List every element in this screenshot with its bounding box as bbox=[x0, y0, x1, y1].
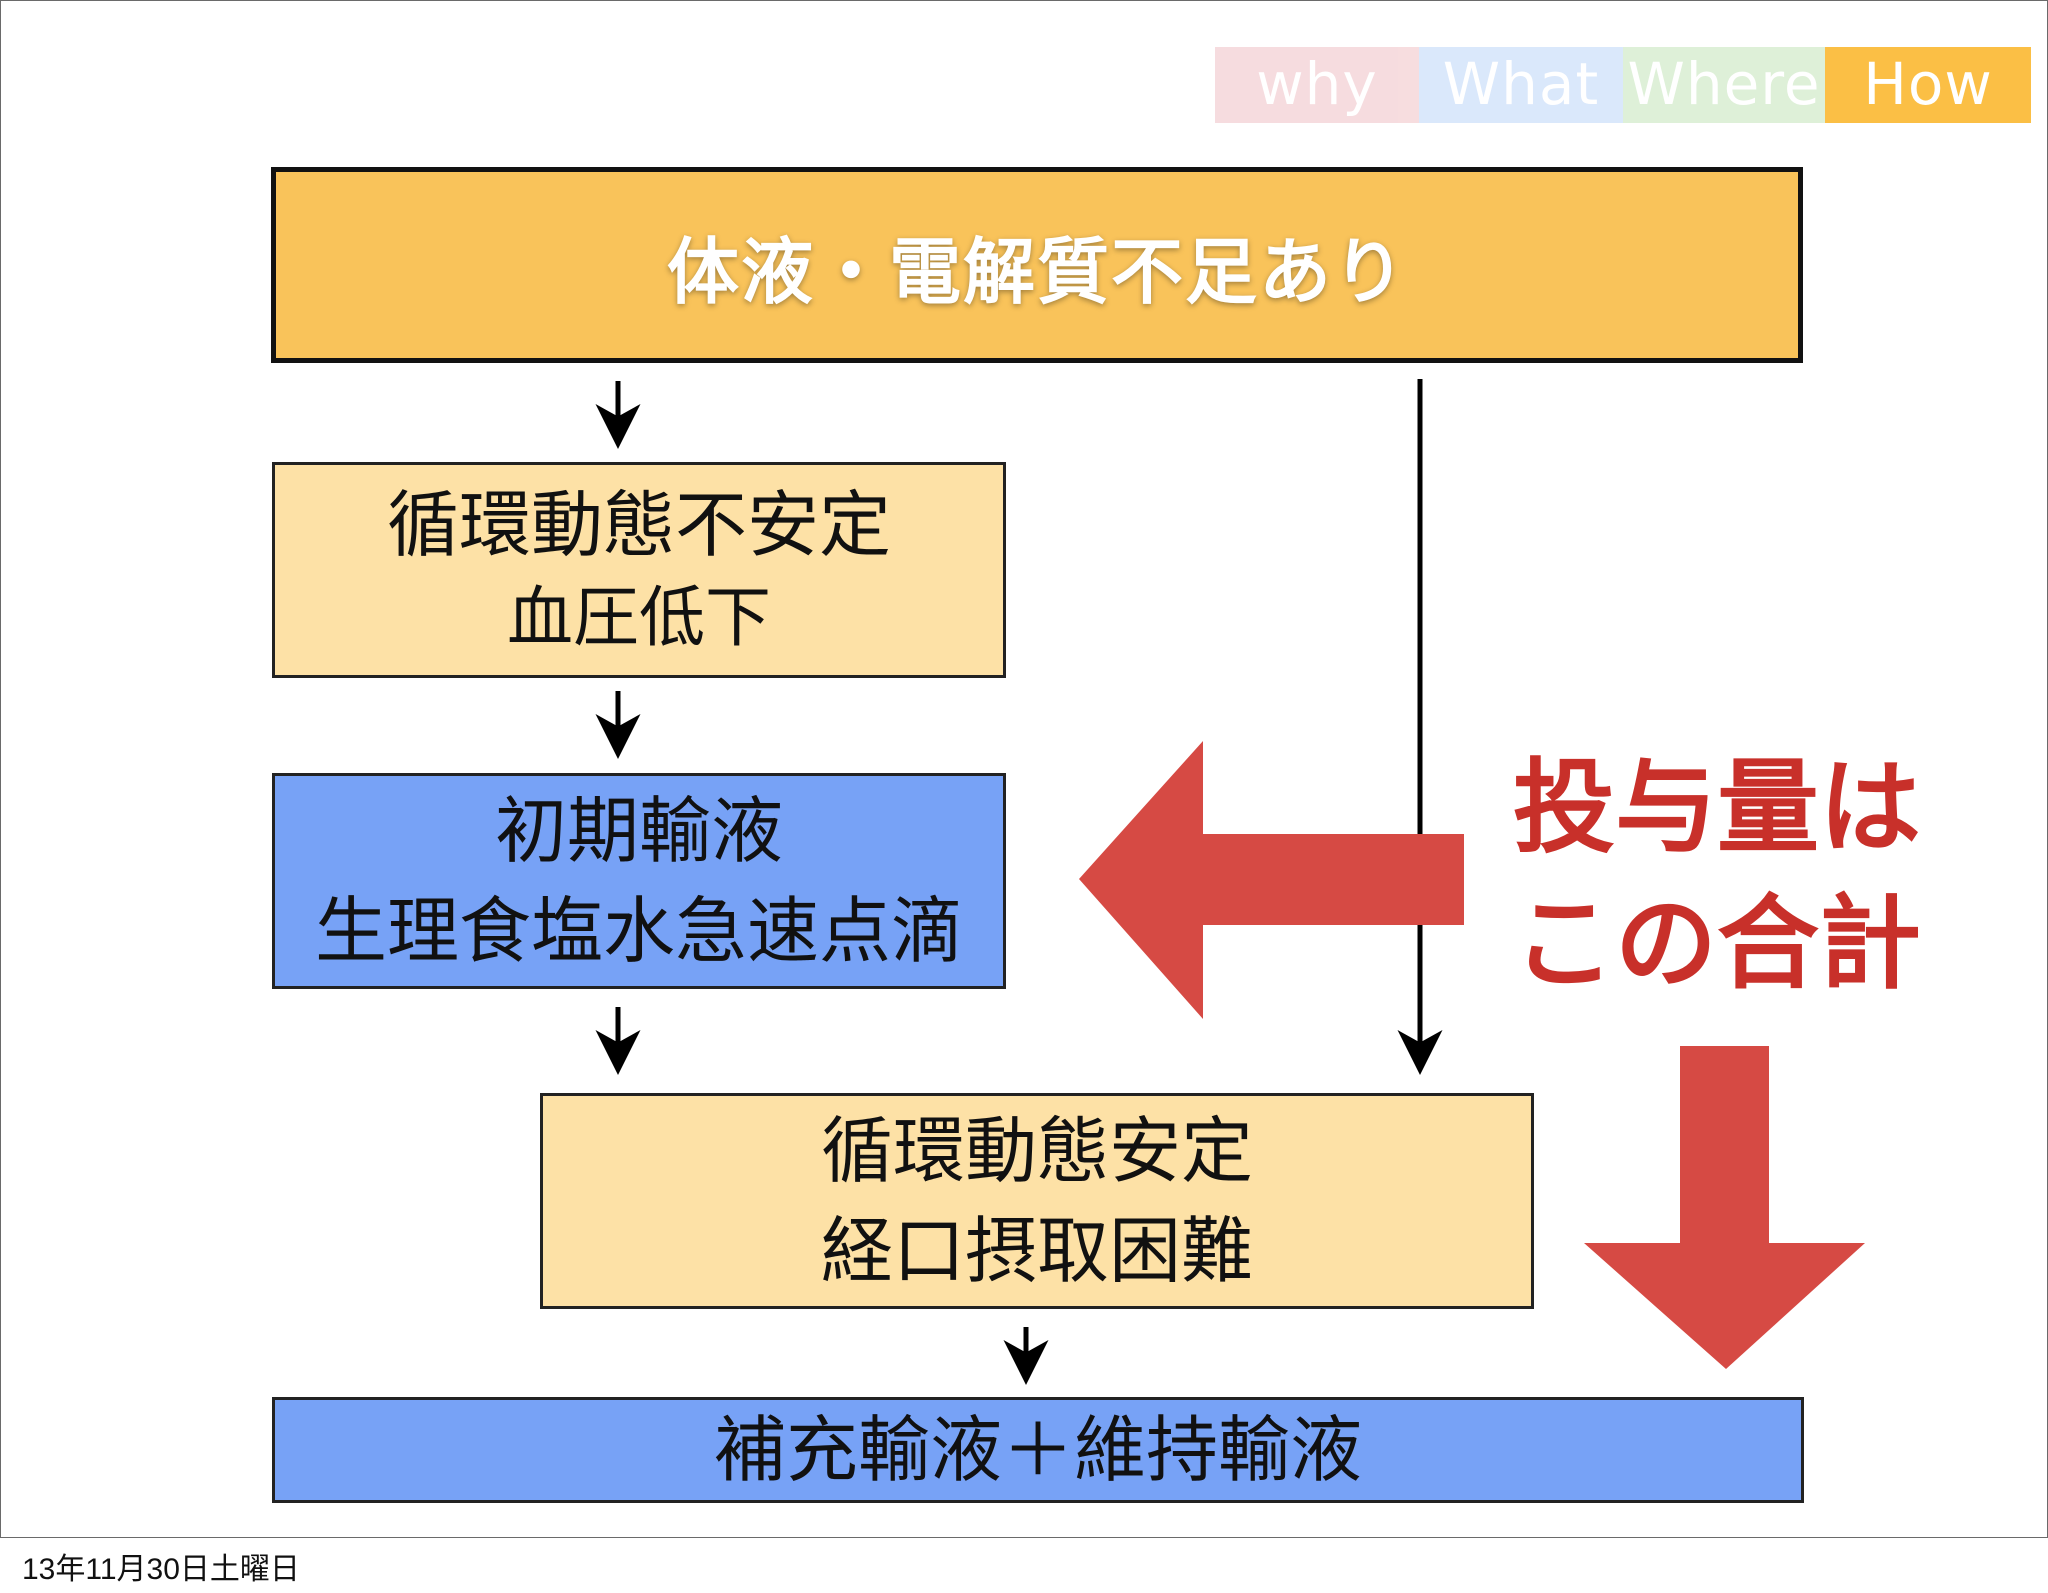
tab-how[interactable]: How bbox=[1825, 47, 2031, 123]
box-unstable-line1: 循環動態不安定 bbox=[386, 483, 891, 567]
box-fluid-deficit-label: 体液・電解質不足あり bbox=[666, 229, 1407, 314]
footer-date: 13年11月30日土曜日 bbox=[22, 1553, 300, 1586]
red-left-arrow bbox=[1079, 741, 1464, 1019]
tab-what[interactable]: What bbox=[1419, 47, 1623, 123]
connector-layer bbox=[595, 379, 1865, 1385]
slide: why What Where How 体液・電解質不足あり 循環動態不安定 血圧… bbox=[0, 0, 2048, 1538]
nav-tabs: why What Where How bbox=[1215, 47, 2031, 123]
box-initial-line1: 初期輸液 bbox=[494, 789, 783, 873]
dose-callout: 投与量は この合計 bbox=[1497, 741, 1937, 1013]
box-stable-circulation: 循環動態安定 経口摂取困難 bbox=[540, 1093, 1534, 1309]
box-initial-infusion: 初期輸液 生理食塩水急速点滴 bbox=[272, 773, 1006, 989]
box-initial-line2: 生理食塩水急速点滴 bbox=[314, 889, 963, 973]
dose-callout-line1: 投与量は bbox=[1513, 749, 1921, 868]
box-stable-line1: 循環動態安定 bbox=[820, 1109, 1253, 1193]
dose-callout-line2: この合計 bbox=[1513, 885, 1921, 1004]
box-unstable-line2: 血圧低下 bbox=[507, 579, 771, 656]
box-stable-line2: 経口摂取困難 bbox=[820, 1209, 1253, 1293]
tab-where[interactable]: Where bbox=[1623, 47, 1825, 123]
red-down-arrow bbox=[1584, 1046, 1865, 1369]
box-replacement-maintenance: 補充輸液＋維持輸液 bbox=[272, 1397, 1804, 1503]
box-unstable-circulation: 循環動態不安定 血圧低下 bbox=[272, 462, 1006, 678]
box-fluid-deficit: 体液・電解質不足あり bbox=[271, 167, 1803, 363]
box-final-label: 補充輸液＋維持輸液 bbox=[713, 1408, 1362, 1492]
tab-why[interactable]: why bbox=[1215, 47, 1419, 123]
